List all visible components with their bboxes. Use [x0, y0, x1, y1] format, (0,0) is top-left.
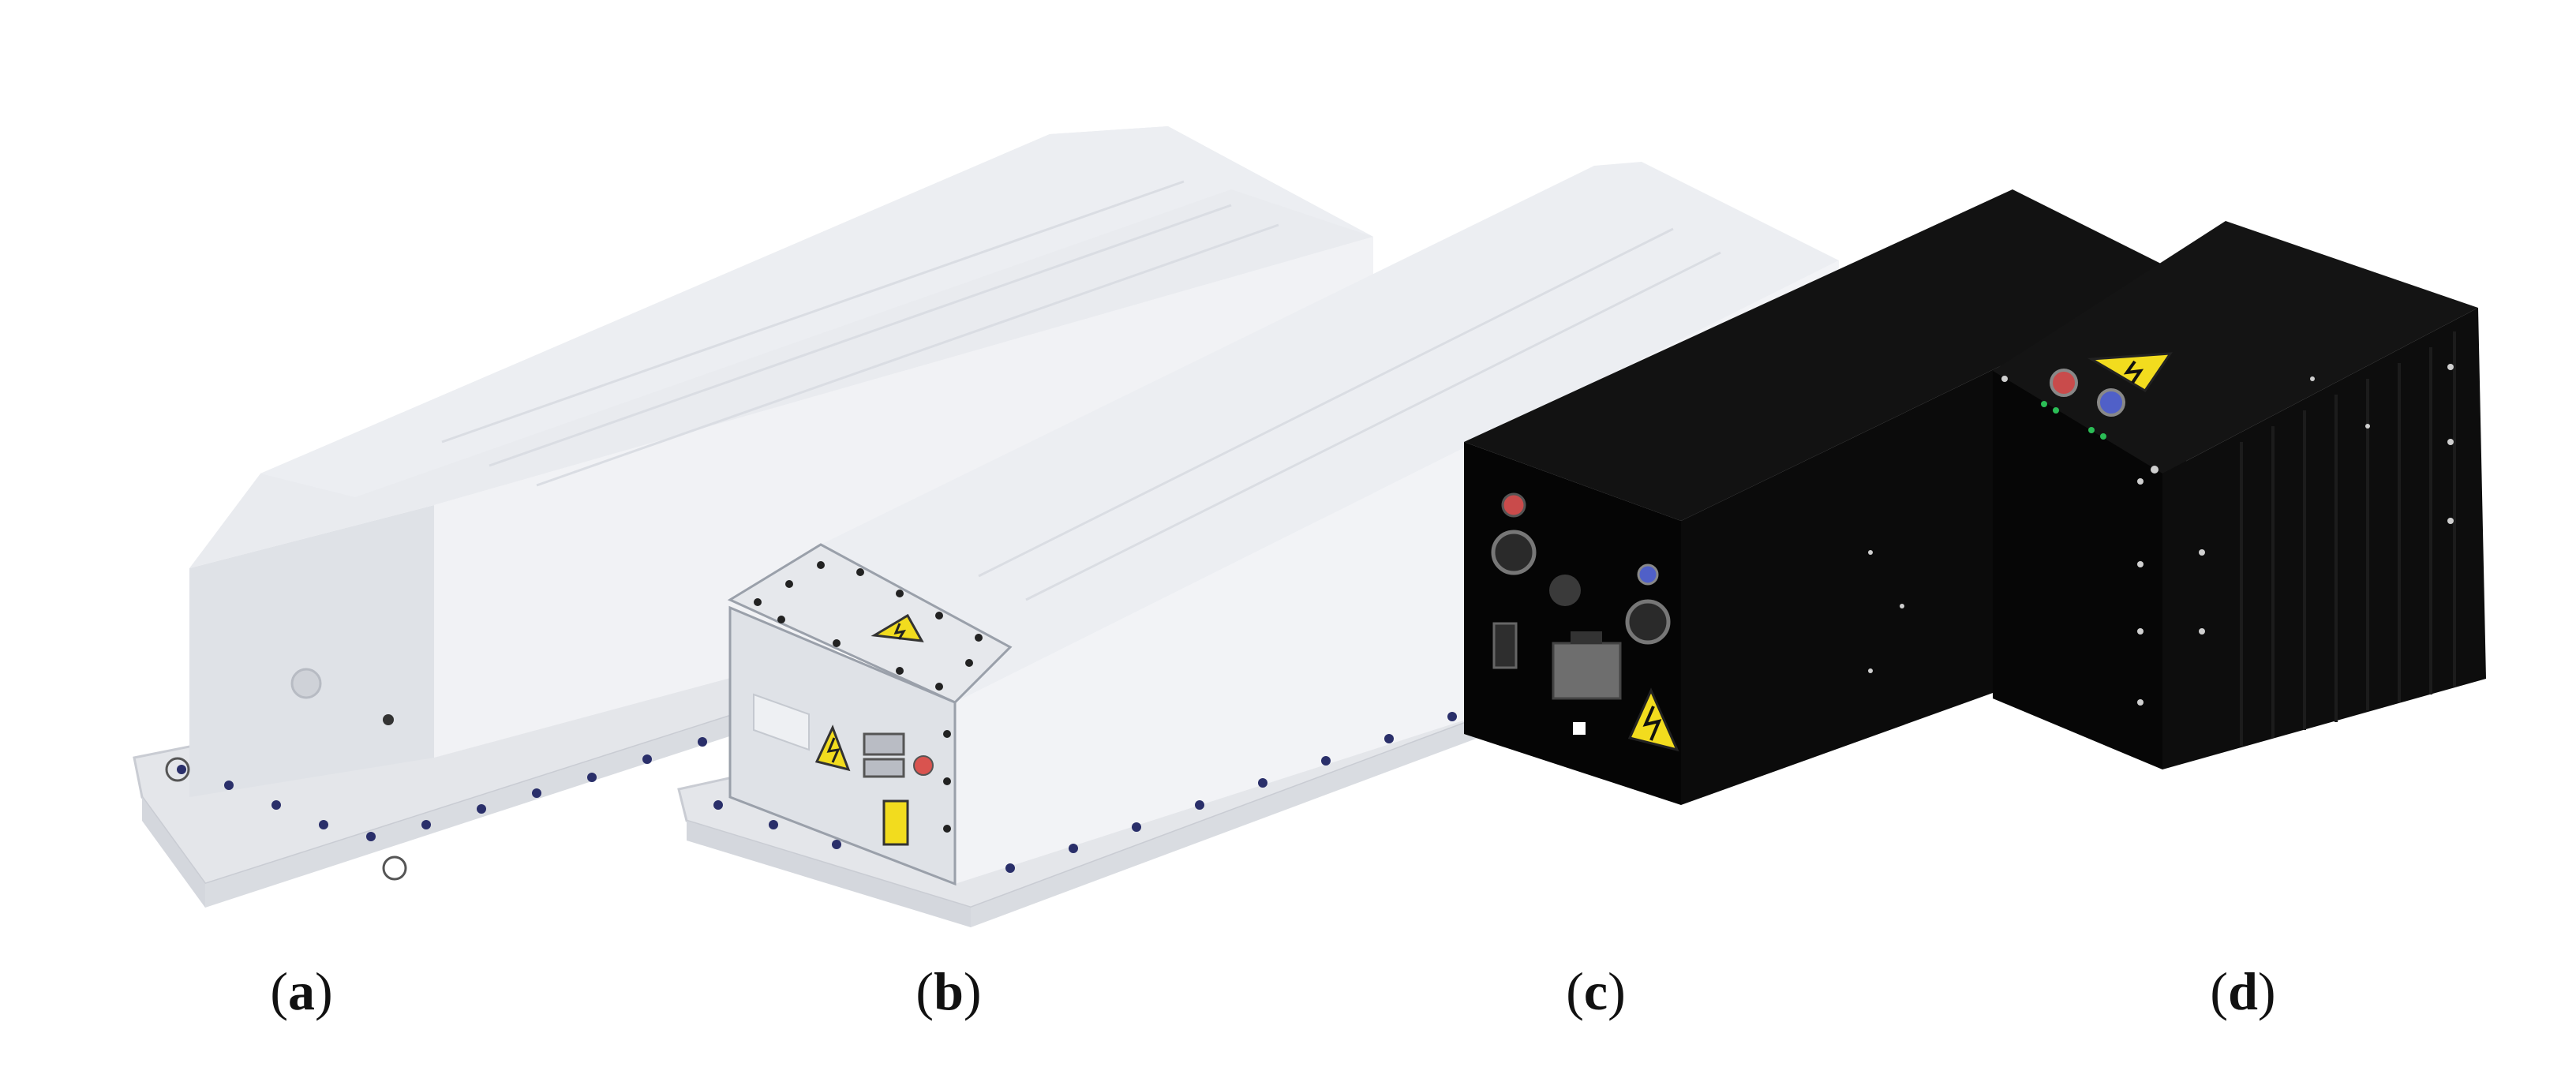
module-d-side: [2162, 308, 2486, 769]
panel-label-c: (c): [1566, 961, 1626, 1021]
panel-label-d: (d): [2210, 961, 2276, 1021]
connector-icon: [1625, 599, 1671, 645]
pack-b-cover-bolts: [754, 561, 983, 833]
pack-b-front-cover: [727, 543, 1013, 704]
module-d-screws: [2001, 364, 2454, 706]
high-voltage-warning-icon: [871, 613, 924, 642]
panel-label-a: (a): [270, 961, 333, 1021]
module-d-ribs: [2240, 331, 2456, 746]
battery-module-d: [1993, 221, 2486, 769]
pack-a-port: [290, 668, 322, 699]
module-d-front: [1993, 371, 2162, 769]
high-voltage-warning-icon: [1627, 687, 1679, 752]
connector-icon: [1501, 492, 1526, 518]
module-d-status-leds: [2041, 401, 2106, 440]
pack-b-service-plug: [882, 799, 909, 846]
connector-icon: [2097, 388, 2125, 417]
battery-pack-a: [133, 126, 1373, 908]
connector-icon: [863, 732, 934, 778]
high-voltage-warning-icon: [2087, 352, 2173, 393]
pack-b-top: [730, 162, 1839, 702]
connector-icon: [1491, 530, 1537, 575]
connector-icon: [2050, 369, 2078, 397]
pack-b-base-bolts: [713, 690, 1520, 873]
panel-label-b: (b): [915, 961, 982, 1021]
pack-a-front-face: [189, 505, 434, 797]
battery-module-c: [1464, 189, 2186, 805]
pack-a-bolts: [165, 718, 762, 881]
module-c-top: [1464, 189, 2186, 521]
pack-a-side-face: [434, 237, 1373, 758]
high-voltage-warning-icon: [814, 724, 851, 772]
module-c-screws: [1868, 550, 1904, 673]
connector-icon: [1637, 563, 1659, 586]
